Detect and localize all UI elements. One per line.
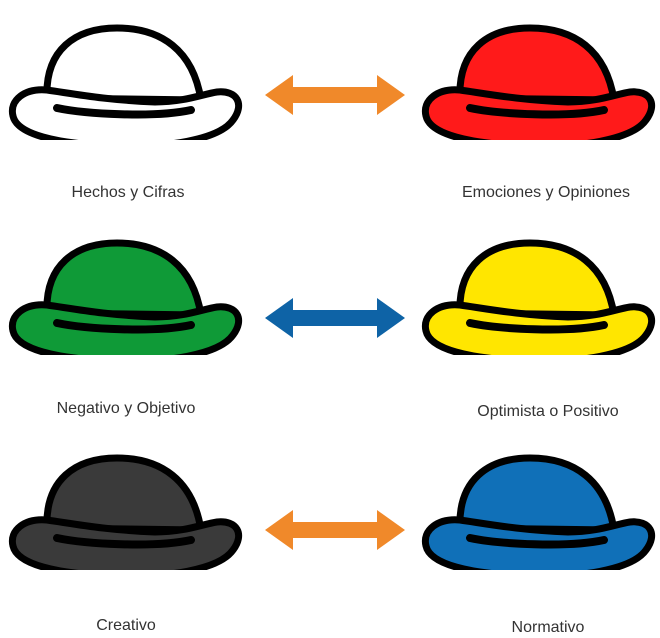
double-arrow-icon bbox=[265, 75, 405, 115]
white-hat-icon bbox=[5, 20, 245, 140]
green-hat-icon bbox=[5, 235, 245, 355]
double-arrow-icon bbox=[265, 510, 405, 550]
double-arrow-icon bbox=[265, 298, 405, 338]
black-hat-label: Creativo bbox=[96, 617, 156, 634]
white-hat-label: Hechos y Cifras bbox=[71, 184, 185, 201]
red-hat-label: Emociones y Opiniones bbox=[461, 184, 631, 201]
red-hat-icon bbox=[418, 20, 658, 140]
yellow-hat-label: Optimista o Positivo bbox=[477, 403, 619, 420]
green-hat-label: Negativo y Objetivo bbox=[56, 400, 196, 417]
blue-hat-icon bbox=[418, 450, 658, 570]
blue-hat-label: Normativo bbox=[511, 619, 585, 636]
yellow-hat-icon bbox=[418, 235, 658, 355]
black-hat-icon bbox=[5, 450, 245, 570]
